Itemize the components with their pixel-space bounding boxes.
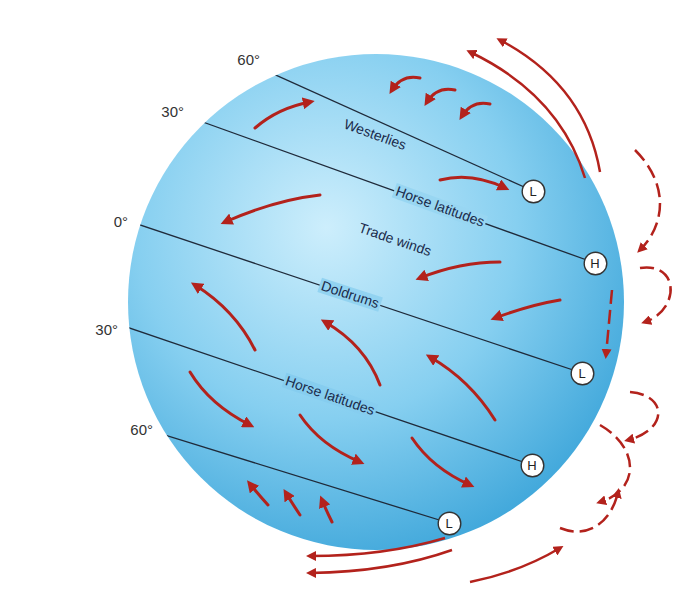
circulation-arrow — [628, 392, 658, 440]
pressure-letter: H — [527, 458, 536, 473]
wind-arrow — [250, 484, 268, 505]
latitude-label: 60° — [128, 422, 155, 439]
pressure-letter: L — [529, 184, 536, 199]
wind-arrow — [286, 493, 300, 515]
low-pressure-circle: L — [570, 361, 595, 386]
circulation-arrow — [640, 267, 671, 322]
pressure-circle — [571, 362, 594, 385]
wind-belt-label: Westerlies — [340, 116, 410, 154]
low-pressure-circle: L — [521, 179, 546, 204]
latitude-label: 30° — [159, 104, 186, 121]
pressure-belt-label: Horse latitudes — [281, 373, 378, 419]
latitude-line — [100, 212, 582, 374]
pressure-belt-label: Horse latitudes — [392, 183, 489, 231]
wind-arrow — [325, 322, 380, 385]
circulation-arrow — [310, 550, 452, 573]
wind-arrow — [300, 415, 360, 462]
circulation-arrow — [600, 425, 630, 502]
wind-arrow — [427, 89, 455, 102]
pressure-circle — [584, 252, 607, 275]
pressure-circle — [521, 454, 544, 477]
latitude-label: 60° — [235, 52, 262, 69]
wind-belt-label: Trade winds — [355, 220, 435, 261]
latitude-line — [150, 103, 595, 263]
pressure-belt-label: Doldrums — [317, 278, 383, 312]
circulation-arrow — [635, 150, 660, 250]
wind-arrow — [195, 285, 255, 350]
latitude-label: 30° — [93, 322, 120, 339]
pressure-letter: L — [445, 516, 452, 531]
latitude-line — [100, 415, 449, 523]
circulation-arrow — [310, 538, 445, 556]
pressure-circle — [438, 512, 461, 535]
circulation-arrow — [470, 548, 560, 582]
wind-arrow — [440, 177, 505, 188]
circulation-arrow — [560, 492, 618, 532]
circulation-arrow — [500, 40, 600, 172]
wind-arrow — [322, 500, 332, 522]
wind-arrow — [392, 77, 420, 90]
globe — [128, 54, 624, 550]
wind-arrow — [225, 195, 320, 222]
circulation-arrow — [470, 52, 585, 178]
high-pressure-circle: H — [520, 453, 545, 478]
wind-arrow — [420, 262, 500, 278]
wind-arrow — [462, 103, 490, 116]
pressure-letter: L — [578, 366, 585, 381]
wind-arrow — [495, 300, 560, 318]
circulation-arrow — [606, 290, 612, 355]
wind-arrow — [190, 372, 250, 425]
wind-arrow — [430, 357, 495, 420]
pressure-letter: H — [590, 256, 599, 271]
pressure-circle — [522, 180, 545, 203]
wind-arrow — [412, 438, 470, 485]
latitude-label: 0° — [112, 214, 130, 231]
latitude-line — [200, 41, 533, 191]
latitude-line — [100, 318, 532, 465]
low-pressure-circle: L — [437, 511, 462, 536]
high-pressure-circle: H — [583, 251, 608, 276]
wind-arrow — [255, 102, 310, 128]
